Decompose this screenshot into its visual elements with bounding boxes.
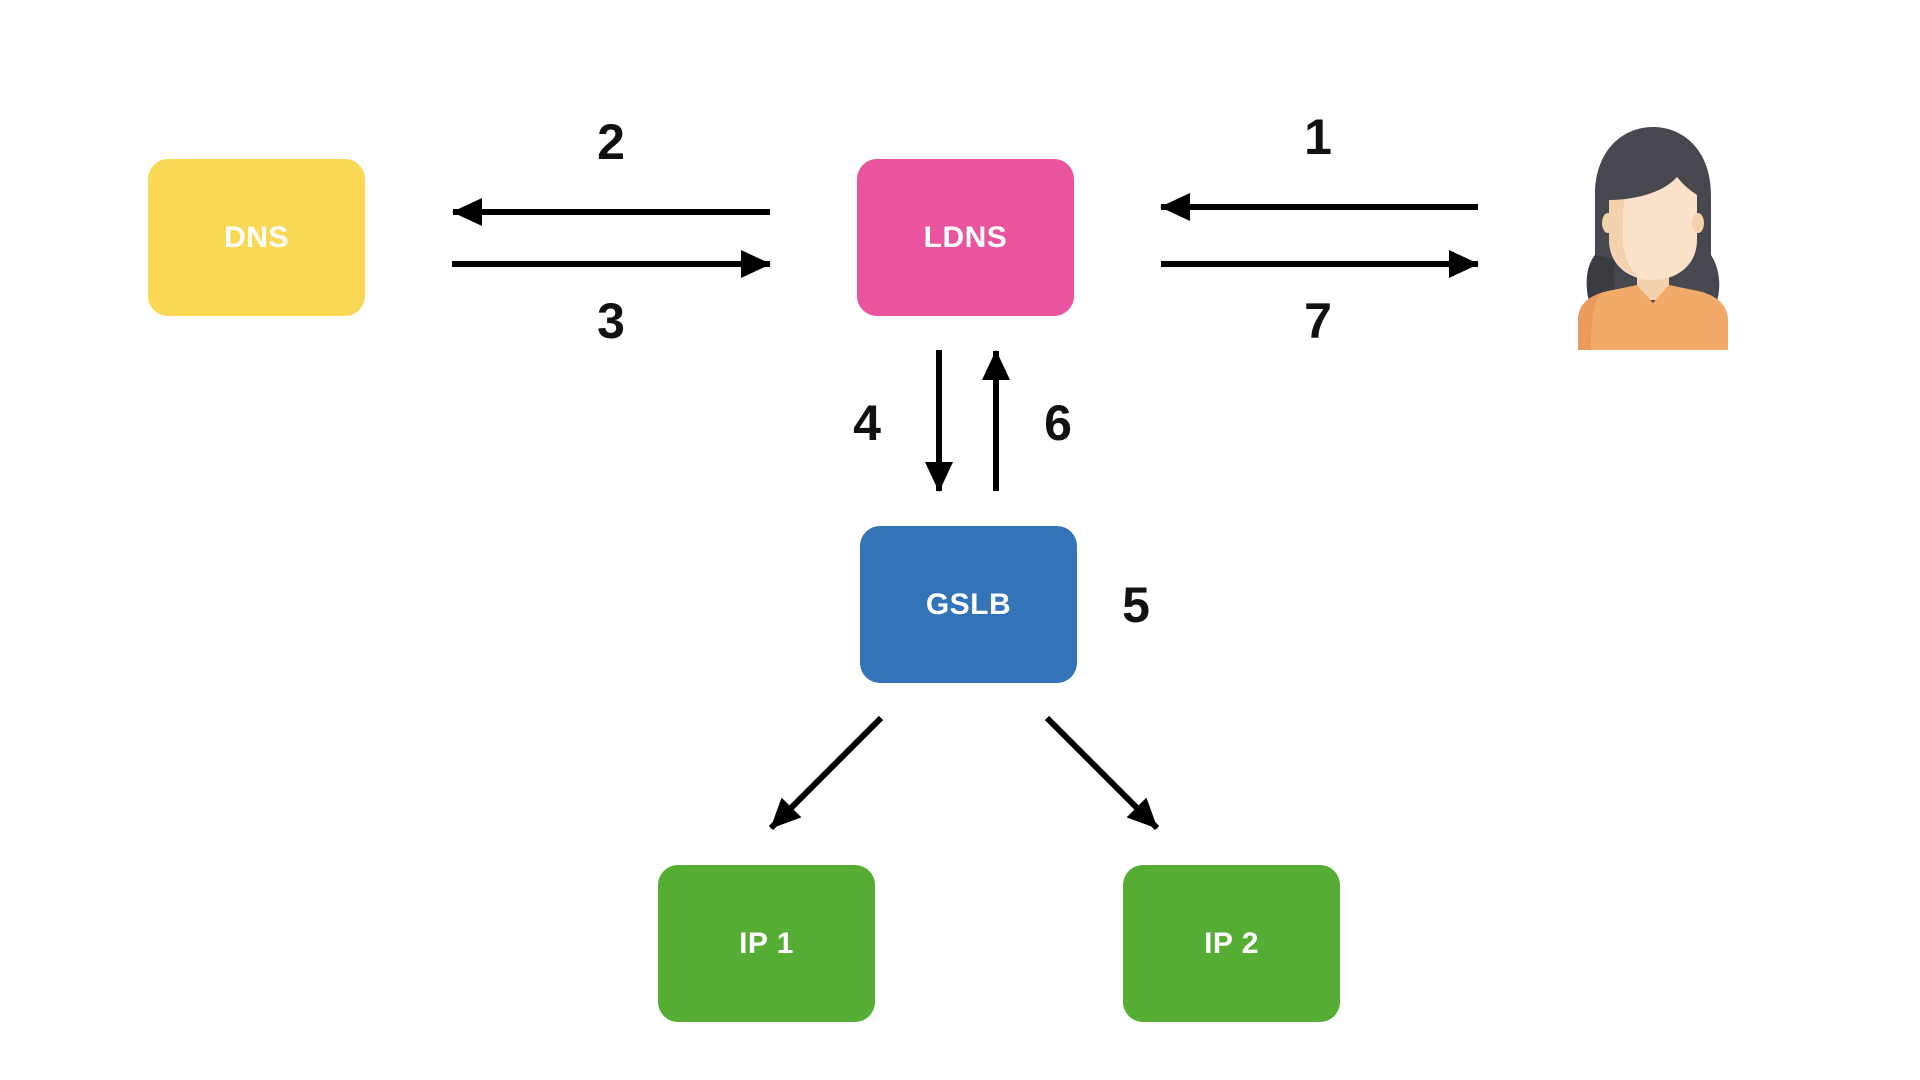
- dns-label: DNS: [224, 220, 289, 254]
- step-6-label: 6: [1044, 395, 1072, 451]
- ip1-label: IP 1: [739, 926, 794, 960]
- gslb-label: GSLB: [925, 587, 1012, 621]
- ip2-label: IP 2: [1204, 926, 1259, 960]
- ldns-node: LDNS: [857, 159, 1074, 316]
- woman-user-icon: [1578, 127, 1728, 350]
- ip1-node: IP 1: [658, 865, 875, 1022]
- arrow-gslb-to-ip2: [1044, 715, 1160, 831]
- step-3-label: 3: [597, 293, 625, 349]
- step-4-label: 4: [853, 395, 881, 451]
- step-2-label: 2: [597, 114, 625, 170]
- ldns-label: LDNS: [923, 220, 1008, 254]
- step-7-label: 7: [1304, 293, 1332, 349]
- dns-node: DNS: [148, 159, 365, 316]
- arrow-gslb-to-ip1: [768, 715, 884, 831]
- step-5-label: 5: [1122, 577, 1150, 633]
- ip2-node: IP 2: [1123, 865, 1340, 1022]
- step-1-label: 1: [1304, 109, 1332, 165]
- gslb-node: GSLB: [860, 526, 1077, 683]
